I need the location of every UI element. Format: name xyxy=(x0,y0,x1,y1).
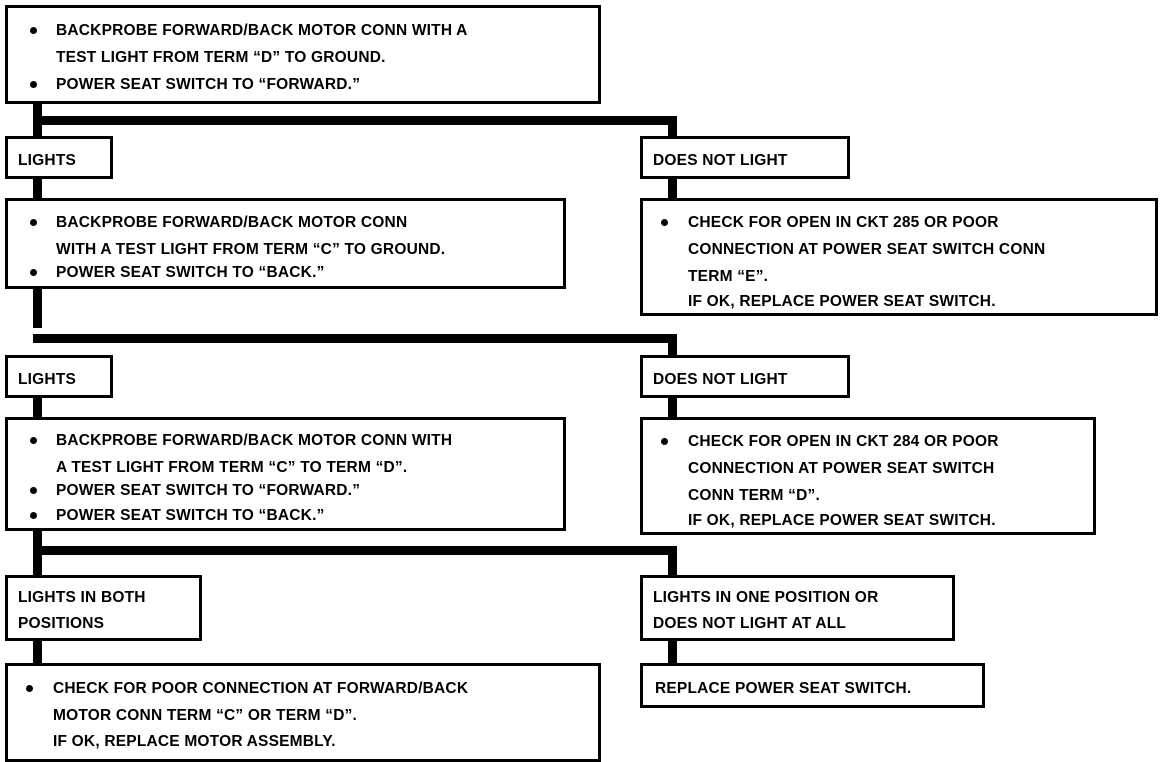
box-text-line: BACKPROBE FORWARD/BACK MOTOR CONN xyxy=(56,214,408,231)
connector-lightsboth-to-action xyxy=(33,638,42,666)
label-lights-tier1: LIGHTS xyxy=(5,136,113,179)
bullet-point xyxy=(661,219,668,226)
box-text-line: WITH A TEST LIGHT FROM TERM “C” TO GROUN… xyxy=(56,241,446,258)
box-text-line: POWER SEAT SWITCH TO “BACK.” xyxy=(56,264,325,281)
box-text-line: TEST LIGHT FROM TERM “D” TO GROUND. xyxy=(56,49,386,66)
connector-dnl2-to-action xyxy=(668,394,677,420)
replace-switch-action-box: REPLACE POWER SEAT SWITCH. xyxy=(640,663,985,708)
box-text-line: IF OK, REPLACE POWER SEAT SWITCH. xyxy=(688,512,996,529)
label-lights-in-one-position: LIGHTS IN ONE POSITION OR DOES NOT LIGHT… xyxy=(640,575,955,641)
box-text-line: CONNECTION AT POWER SEAT SWITCH xyxy=(688,460,995,477)
third-test-box: BACKPROBE FORWARD/BACK MOTOR CONN WITH A… xyxy=(5,417,566,531)
box-text-line: POWER SEAT SWITCH TO “BACK.” xyxy=(56,507,325,524)
label-text: LIGHTS IN ONE POSITION OR xyxy=(653,589,879,606)
bullet-point xyxy=(26,685,33,692)
connector-tier1-right-drop xyxy=(668,116,677,142)
box-text-line: CONN TERM “D”. xyxy=(688,487,820,504)
ckt-284-action-box: CHECK FOR OPEN IN CKT 284 OR POOR CONNEC… xyxy=(640,417,1096,535)
box-text-line: BACKPROBE FORWARD/BACK MOTOR CONN WITH A xyxy=(56,22,468,39)
bullet-point xyxy=(30,487,37,494)
label-does-not-light-tier1: DOES NOT LIGHT xyxy=(640,136,850,179)
bullet-point xyxy=(30,81,37,88)
box-text-line: A TEST LIGHT FROM TERM “C” TO TERM “D”. xyxy=(56,459,408,476)
label-text: DOES NOT LIGHT AT ALL xyxy=(653,615,847,632)
label-lights-in-both-positions: LIGHTS IN BOTH POSITIONS xyxy=(5,575,202,641)
label-text: DOES NOT LIGHT xyxy=(653,152,788,169)
bullet-point xyxy=(661,438,668,445)
label-lights-tier2: LIGHTS xyxy=(5,355,113,398)
connector-lights2-to-step3 xyxy=(33,394,42,420)
connector-lightsone-to-action xyxy=(668,638,677,666)
connector-tier3-horizontal xyxy=(33,546,677,555)
label-text: POSITIONS xyxy=(18,615,105,632)
box-text-line: IF OK, REPLACE MOTOR ASSEMBLY. xyxy=(53,733,336,750)
connector-tier2-right-drop xyxy=(668,334,677,360)
connector-tier1-horizontal xyxy=(33,116,677,125)
connector-tier3-right-drop xyxy=(668,546,677,578)
bullet-point xyxy=(30,512,37,519)
bullet-point xyxy=(30,219,37,226)
connector-lights1-to-step2 xyxy=(33,175,42,201)
initial-test-box: BACKPROBE FORWARD/BACK MOTOR CONN WITH A… xyxy=(5,5,601,104)
box-text-line: MOTOR CONN TERM “C” OR TERM “D”. xyxy=(53,707,358,724)
box-text-line: CHECK FOR POOR CONNECTION AT FORWARD/BAC… xyxy=(53,680,469,697)
label-text: DOES NOT LIGHT xyxy=(653,371,788,388)
label-text: LIGHTS xyxy=(18,152,77,169)
box-text-line: CHECK FOR OPEN IN CKT 285 OR POOR xyxy=(688,214,999,231)
box-text-line: IF OK, REPLACE POWER SEAT SWITCH. xyxy=(688,293,996,310)
label-text: LIGHTS xyxy=(18,371,77,388)
second-test-box: BACKPROBE FORWARD/BACK MOTOR CONN WITH A… xyxy=(5,198,566,289)
bullet-point xyxy=(30,437,37,444)
bullet-point xyxy=(30,27,37,34)
box-text-line: POWER SEAT SWITCH TO “FORWARD.” xyxy=(56,482,361,499)
box-text-line: BACKPROBE FORWARD/BACK MOTOR CONN WITH xyxy=(56,432,453,449)
label-text: LIGHTS IN BOTH xyxy=(18,589,146,606)
box-text-line: POWER SEAT SWITCH TO “FORWARD.” xyxy=(56,76,361,93)
motor-conn-action-box: CHECK FOR POOR CONNECTION AT FORWARD/BAC… xyxy=(5,663,601,762)
box-text-line: CHECK FOR OPEN IN CKT 284 OR POOR xyxy=(688,433,999,450)
connector-tier2-horizontal xyxy=(33,334,677,343)
connector-step2-drop xyxy=(33,286,42,328)
label-does-not-light-tier2: DOES NOT LIGHT xyxy=(640,355,850,398)
box-text-line: CONNECTION AT POWER SEAT SWITCH CONN xyxy=(688,241,1046,258)
box-text-line: TERM “E”. xyxy=(688,268,769,285)
connector-dnl1-to-action xyxy=(668,175,677,201)
bullet-point xyxy=(30,269,37,276)
ckt-285-action-box: CHECK FOR OPEN IN CKT 285 OR POOR CONNEC… xyxy=(640,198,1158,316)
box-text-line: REPLACE POWER SEAT SWITCH. xyxy=(655,680,912,697)
